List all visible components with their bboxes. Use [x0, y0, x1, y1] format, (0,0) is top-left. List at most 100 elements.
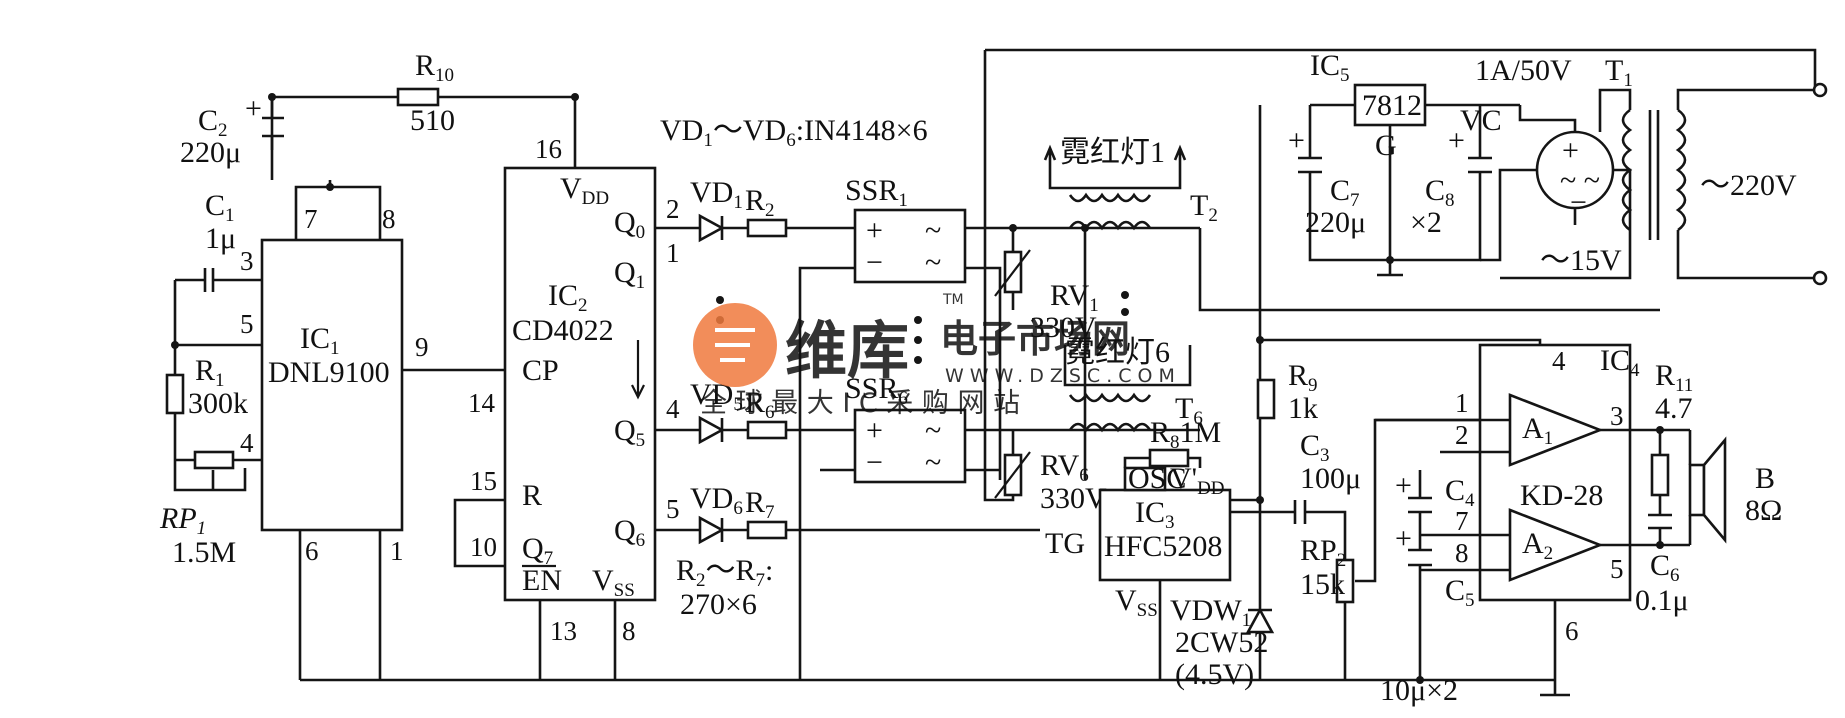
ic2-part: CD4022	[512, 314, 614, 347]
bridge-tilde: ~ ~	[1560, 164, 1600, 197]
capacitor-c2	[262, 116, 284, 150]
wire-r11-c6	[1658, 428, 1690, 547]
ic2-cp: CP	[522, 354, 559, 387]
ssr1-ac-icon: ~	[925, 214, 941, 247]
ic2-q7: Q7	[522, 532, 553, 569]
r1-label: R1	[195, 354, 225, 391]
r10-value: 510	[410, 104, 455, 137]
wire-t1	[1598, 88, 1815, 280]
speaker-ref: B	[1755, 462, 1775, 495]
ssr1-label: SSR1	[845, 174, 908, 211]
t1-mains: ～220V	[1700, 169, 1797, 202]
r2-label: R2	[745, 184, 775, 221]
ic3-osc: OSC	[1128, 462, 1186, 495]
t6-label: T6	[1175, 392, 1203, 429]
watermark-url: WWW.DZSC.COM	[945, 365, 1181, 387]
ic3-vss: VSS	[1115, 584, 1158, 621]
lamp6-coil	[1068, 422, 1152, 433]
speaker-icon	[1688, 463, 1706, 517]
wire-c1	[173, 278, 262, 325]
lamp6-icon	[1063, 345, 1192, 387]
junction-dot	[1081, 224, 1089, 232]
ic4-pin2: 2	[1455, 420, 1469, 450]
mains-terminal-icon[interactable]	[1812, 82, 1828, 98]
diodes-note: VD1～VD6:IN4148×6	[660, 114, 928, 151]
bridge-ref: VC	[1460, 104, 1502, 137]
ic2-q5: Q5	[614, 414, 645, 451]
ic5-part: 7812	[1362, 89, 1422, 122]
lamp6-secondary	[1068, 392, 1152, 403]
bridge-minus: −	[1570, 186, 1587, 219]
ellipsis-dot	[1121, 291, 1129, 299]
vd6-label: VD6	[690, 482, 743, 519]
ic4-pin4: 4	[1552, 346, 1566, 376]
junction-dot	[326, 183, 334, 191]
ic2-vss: VSS	[592, 564, 635, 601]
varistor-slash-icon	[994, 451, 1031, 499]
ic4-pin7: 7	[1455, 506, 1469, 536]
ic3-tg: TG	[1045, 527, 1085, 560]
wire-c3	[1230, 510, 1347, 560]
ic2-q0: Q0	[614, 206, 645, 243]
junction-dot	[1009, 224, 1017, 232]
watermark-site: 电子市场网	[940, 317, 1130, 361]
r11-value: 4.7	[1655, 392, 1693, 425]
t1-secondary-coil	[1621, 108, 1633, 232]
watermark: 维库 电子市场网 TM WWW.DZSC.COM 全 球 最 大 I C 采 购…	[693, 292, 1181, 419]
wire-ac-bottom	[1198, 228, 1660, 312]
wire-zener	[1158, 580, 1262, 680]
c8-label: C8	[1425, 174, 1455, 211]
wire-c7-c8	[1308, 105, 1482, 262]
ic2-q1: Q1	[614, 256, 645, 293]
r6-label: R6	[745, 386, 775, 423]
ssr1-minus: −	[866, 246, 883, 279]
ic1-pin4: 4	[240, 428, 254, 458]
ic1-pin9: 9	[415, 332, 429, 362]
rv6-value: 330V	[1040, 482, 1107, 515]
c4-plus: +	[1395, 469, 1412, 502]
ssr6-label: SSR6	[845, 372, 908, 409]
ic4-part: KD-28	[1520, 479, 1603, 512]
ic3-vdd: V'DD	[1170, 462, 1225, 499]
wire-ic4-out	[1540, 428, 1660, 697]
c6-value: 0.1μ	[1635, 584, 1689, 617]
capacitor-c8	[1468, 156, 1492, 174]
ic1-pin6: 6	[305, 536, 319, 566]
c6-label: C6	[1650, 549, 1680, 586]
ic4-label: IC4	[1600, 344, 1640, 381]
vdw1-part: 2CW52	[1175, 626, 1268, 659]
ssr6-plus: +	[866, 414, 883, 447]
c4-label: C4	[1445, 474, 1475, 511]
r9-value: 1k	[1288, 392, 1318, 425]
ic1-chip	[260, 238, 404, 532]
rv1-value: 330V	[1030, 311, 1097, 344]
capacitor-c1	[203, 268, 215, 292]
ic4-pin8: 8	[1455, 538, 1469, 568]
ic5-regulator	[1353, 83, 1427, 127]
ic2-pin14: 14	[468, 388, 496, 418]
c7-value: 220μ	[1305, 206, 1366, 239]
junction-dot	[1256, 496, 1264, 504]
ic1-ref: IC1	[300, 322, 340, 359]
lamp1-secondary	[1068, 192, 1152, 203]
wire-ic2-gnd	[538, 600, 617, 680]
r8-label: R81M	[1150, 416, 1221, 453]
rp1-value: 1.5M	[172, 536, 236, 569]
watermark-tm: TM	[942, 292, 964, 308]
wire-7812-gnd	[1377, 125, 1403, 277]
resistor-r10	[396, 87, 440, 107]
amp-a2-icon	[1508, 508, 1604, 582]
mains-terminal-icon[interactable]	[1812, 270, 1828, 286]
wire-lamp-common	[1083, 226, 1200, 480]
ic3-part: HFC5208	[1104, 530, 1222, 563]
c1-value: 1μ	[205, 222, 236, 255]
ic4-pin1: 1	[1455, 388, 1469, 418]
wire-rp1	[173, 458, 262, 492]
capacitor-c6	[1648, 513, 1672, 530]
watermark-logo-lines	[715, 328, 755, 362]
c3-label: C3	[1300, 429, 1330, 466]
ellipsis-dot	[914, 316, 922, 324]
c7-label: C7	[1330, 174, 1360, 211]
amp-a1-icon	[1508, 393, 1604, 467]
